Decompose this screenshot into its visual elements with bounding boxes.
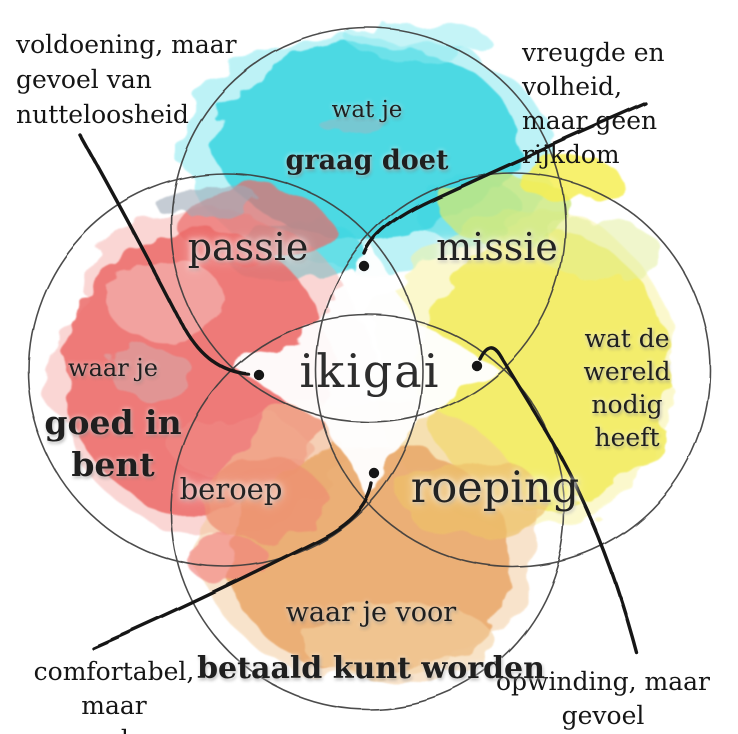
wash-bottom-gold [402,460,546,540]
arrow-bottom-left [91,482,374,650]
circle-outline-top [170,27,566,423]
wash-gray-streak-1 [150,184,260,216]
label-circle-left-small: waar je [68,354,158,382]
label-overlap-missie: missie [436,225,558,269]
wash-right-soft [540,220,660,280]
annotation-bottom-left: comfortabel, maar gevoel van leegte [33,657,195,734]
wash-gray-streak-2 [319,114,385,134]
label-circle-top-small: wat je [331,97,403,123]
wash-left-mauve [108,346,192,398]
annotation-top-left: voldoening, maar gevoel van nuttelooshei… [16,30,237,129]
dot-marker-bottom [368,467,380,479]
arrow-bottom-right [477,345,639,655]
wash-bottom-coral [198,460,326,540]
wash-right-bright [516,156,620,200]
dot-marker-top [358,260,370,272]
wash-bottom-pale [302,602,494,682]
wash-top-fringe [350,22,490,62]
label-circle-top-big: graag doet [285,145,449,176]
dot-marker-right [471,360,483,372]
wash-center-white [236,240,500,500]
dot-markers [253,260,483,479]
label-circle-top: wat je graag doet [286,76,449,197]
label-circle-bottom: waar je voor betaald kunt worden [197,577,545,708]
arrow-top-left [79,134,250,376]
arrow-top-right [363,102,648,256]
label-circle-left-big: goed in bent [44,403,182,484]
label-center-ikigai: ikigai [299,344,441,398]
label-circle-right: wat de wereld nodig heeft [583,324,671,452]
annotation-arrows [79,102,648,655]
label-overlap-beroep: beroep [179,472,283,506]
wash-bottom-pink [188,534,268,586]
label-overlap-roeping: roeping [410,463,580,513]
annotation-top-right: vreugde en volheid, maar geen rijkdom [522,38,665,169]
label-circle-left: waar je goed in bent [44,334,181,505]
dot-marker-left [253,369,265,381]
watercolor-layer [54,22,676,682]
label-circle-bottom-big: betaald kunt worden [197,651,545,686]
circle-outlines [27,27,711,710]
circle-outline-right [315,172,711,568]
wash-left-pale [105,260,225,340]
circle-outline-bottom [170,314,566,710]
annotation-bottom-right: opwinding, maar gevoel van onzekerheid [495,667,710,730]
label-overlap-passie: passie [187,225,309,269]
circle-outline-left [27,172,423,568]
label-circle-bottom-small: waar je voor [285,597,457,628]
